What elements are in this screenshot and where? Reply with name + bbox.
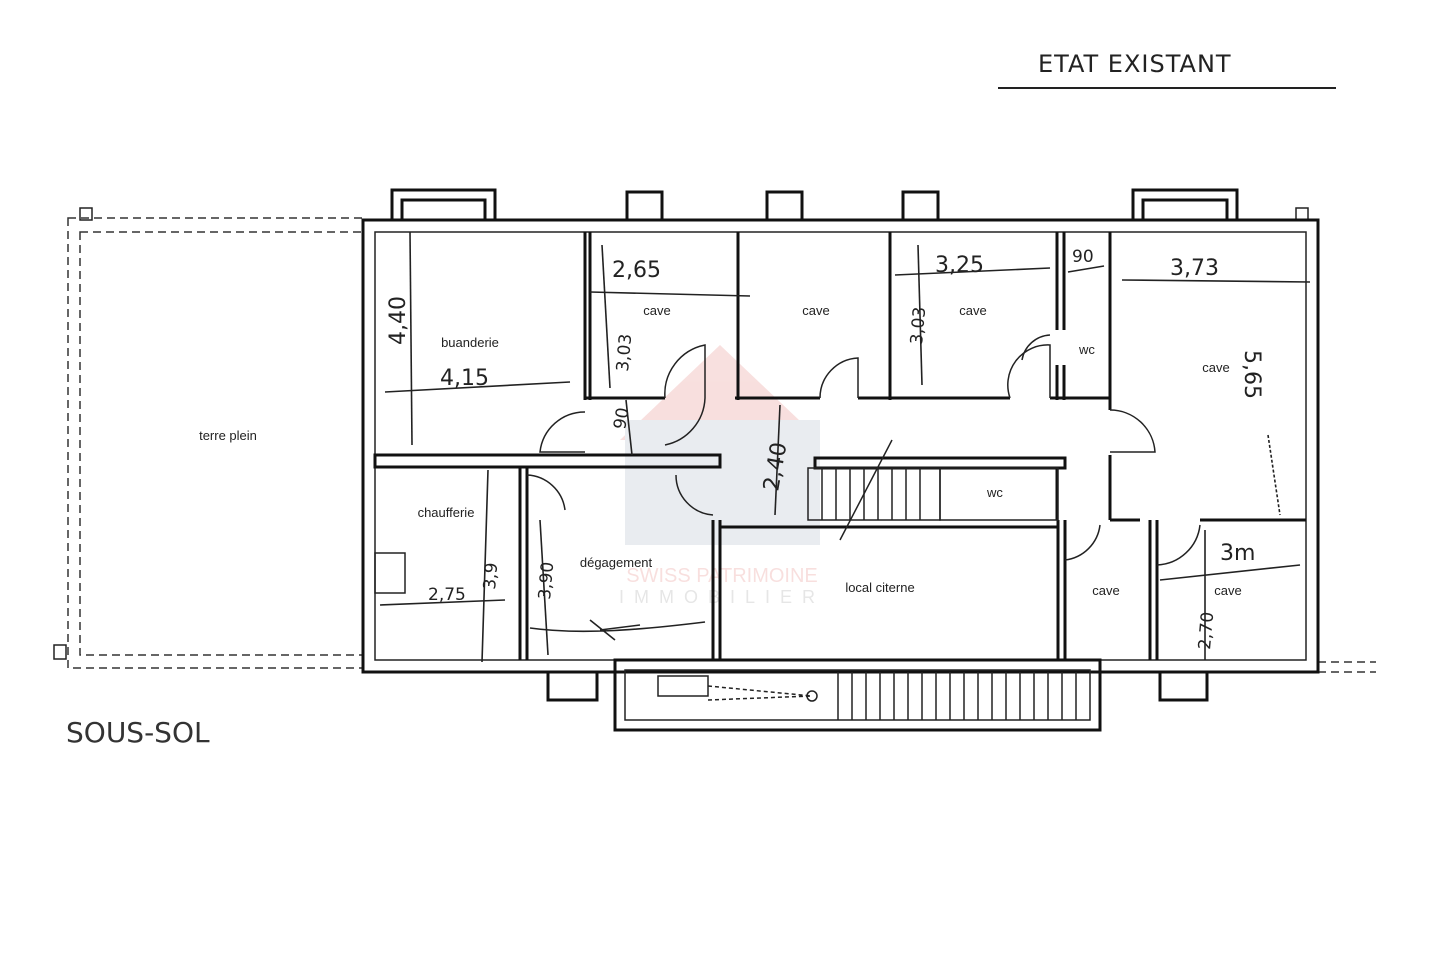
- room-label-cave: cave: [643, 303, 670, 318]
- dimension-cave6-width: 3m: [1220, 541, 1255, 566]
- dimension-degagement-height: 3,90: [535, 561, 558, 600]
- dimension-buanderie-width: 4,15: [440, 366, 489, 391]
- exterior-staircase: [613, 658, 1102, 732]
- dimension-chaufferie-height: 3,9: [480, 562, 502, 591]
- interior-walls: [373, 232, 1306, 662]
- dimension-wc-width: 90: [1072, 247, 1094, 267]
- room-label-local-citerne: local citerne: [845, 580, 914, 595]
- room-label-buanderie: buanderie: [441, 335, 499, 350]
- room-label-chaufferie: chaufferie: [418, 505, 475, 520]
- room-label-cave: cave: [1202, 360, 1229, 375]
- dimension-cave1-height: 3,03: [613, 333, 636, 372]
- room-label-wc: wc: [986, 485, 1003, 500]
- room-label-cave: cave: [802, 303, 829, 318]
- dimension-cave3-height: 3,03: [907, 306, 930, 345]
- dimension-cave1-width: 2,65: [612, 258, 661, 283]
- plan-level-label: SOUS-SOL: [66, 716, 210, 749]
- dimension-chaufferie-width: 2,75: [428, 585, 466, 605]
- dimension-cave4-width: 3,73: [1170, 256, 1219, 281]
- room-label-degagement: dégagement: [580, 555, 653, 570]
- watermark-text: SWISS PATRIMOINE: [626, 565, 818, 587]
- dimension-buanderie-height: 4,40: [386, 296, 411, 345]
- room-label-cave: cave: [959, 303, 986, 318]
- room-label-terre-plein: terre plein: [199, 428, 257, 443]
- watermark-subtext: IMMOBILIER: [619, 587, 825, 607]
- room-label-cave: cave: [1214, 583, 1241, 598]
- room-label-cave: cave: [1092, 583, 1119, 598]
- dimension-cave6-height: 2,70: [1195, 611, 1218, 650]
- dimension-corridor-90: 90: [610, 406, 633, 431]
- interior-staircase: [807, 439, 1059, 541]
- dimension-cave3-width: 3,25: [935, 253, 984, 278]
- room-label-wc: wc: [1078, 342, 1095, 357]
- plan-title: ETAT EXISTANT: [1038, 50, 1232, 78]
- watermark-logo: SWISS PATRIMOINE IMMOBILIER: [619, 345, 825, 607]
- dimension-cave4-height: 5,65: [1239, 350, 1264, 399]
- door-swings: [526, 334, 1201, 566]
